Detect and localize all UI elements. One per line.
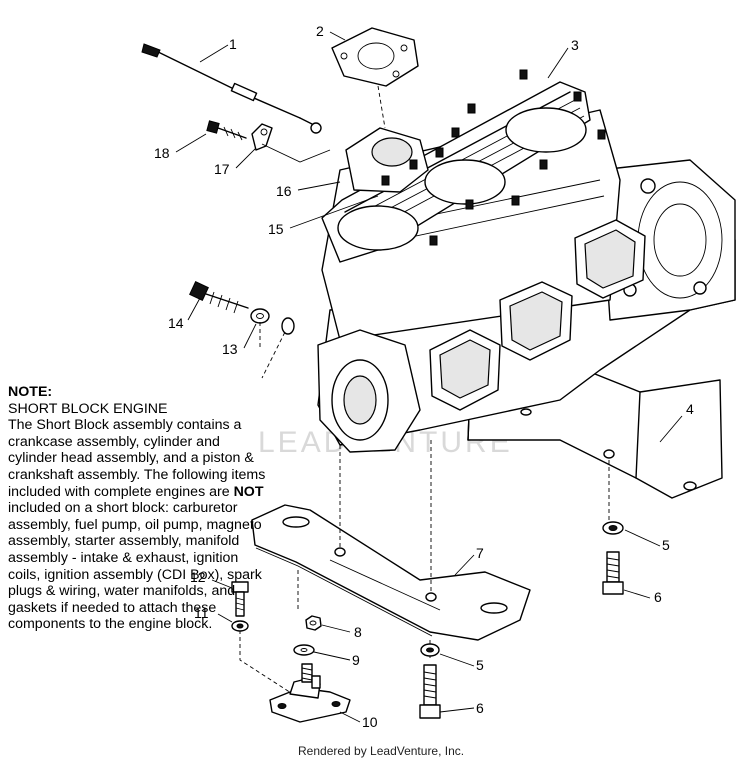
callout-1: 1: [229, 36, 237, 52]
head-bolts: [381, 69, 606, 246]
note-paragraph-end: included on a short block: carburetor as…: [8, 500, 262, 633]
leader-lines: [175, 31, 683, 723]
cable-part-1: [141, 43, 322, 134]
intake-reed-windows: [429, 219, 646, 411]
callout-5-lower: 5: [476, 657, 484, 673]
ground-wire-lug: [261, 317, 295, 379]
washer-part-9: [293, 644, 315, 656]
bolt-part-14: [189, 281, 249, 314]
washer-part-11: [231, 620, 249, 632]
bolt-part-18: [206, 120, 247, 141]
clip-part-17: [251, 123, 273, 151]
engine-block: [317, 69, 736, 453]
callout-6-lower: 6: [476, 700, 484, 716]
callout-15: 15: [268, 221, 284, 237]
callout-9: 9: [352, 652, 360, 668]
bolt-part-6-lower: [419, 664, 441, 719]
callout-3: 3: [571, 37, 579, 53]
callout-18: 18: [154, 145, 170, 161]
callout-6-right: 6: [654, 589, 662, 605]
bolt-part-6-right: [602, 551, 624, 595]
callout-14: 14: [168, 315, 184, 331]
callout-labels: 1 2 3 4 5 6 7 8 9 10 11 12 5 6 13 14 15 …: [154, 23, 694, 730]
callout-17: 17: [214, 161, 230, 177]
callout-2: 2: [316, 23, 324, 39]
note-heading: NOTE:: [8, 384, 53, 400]
exhaust-gasket-part-2: [331, 27, 419, 129]
callout-5-right: 5: [662, 537, 670, 553]
short-block-note: NOTE: SHORT BLOCK ENGINE The Short Block…: [8, 384, 270, 633]
note-paragraph-start: The Short Block assembly contains a cran…: [8, 417, 266, 500]
assembly-lines: [239, 322, 610, 701]
callout-12: 12: [190, 569, 206, 585]
note-paragraph: The Short Block assembly contains a cran…: [8, 417, 270, 633]
footer-credit: Rendered by LeadVenture, Inc.: [298, 744, 464, 758]
note-emphasis: NOT: [233, 483, 264, 500]
callout-11: 11: [194, 605, 209, 621]
front-mount-plate: [251, 504, 531, 641]
washer-part-5-right: [602, 521, 624, 535]
callout-13: 13: [222, 341, 238, 357]
nut-part-8: [305, 615, 322, 631]
washer-part-13: [250, 308, 270, 324]
callout-4: 4: [686, 401, 694, 417]
bolt-part-12: [231, 581, 249, 617]
callout-8: 8: [354, 624, 362, 640]
callout-16: 16: [276, 183, 292, 199]
callout-7: 7: [476, 545, 484, 561]
engine-mount-part-10: [269, 663, 351, 723]
callout-10: 10: [362, 714, 378, 730]
washer-part-5-lower: [420, 643, 440, 657]
note-subheading: SHORT BLOCK ENGINE: [8, 400, 168, 417]
